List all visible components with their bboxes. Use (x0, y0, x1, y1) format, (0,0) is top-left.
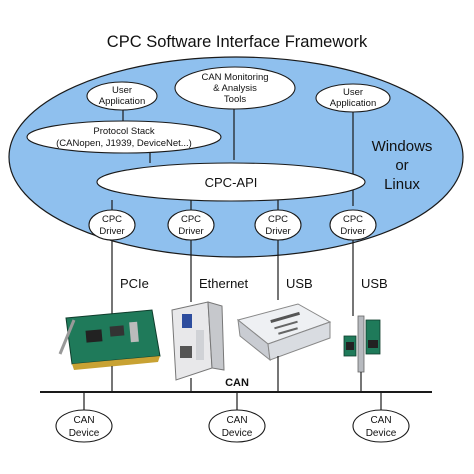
user-application-right: User Application (315, 83, 391, 113)
can-device-2: CAN Device (208, 409, 266, 443)
interface-label-ethernet: Ethernet (199, 276, 249, 291)
bus-connectors (83, 356, 382, 410)
driver-4: CPC Driver (329, 209, 377, 241)
user-application-left-line1: User (112, 85, 132, 96)
driver-2-line2: Driver (178, 226, 203, 237)
monitoring-line1: CAN Monitoring (201, 72, 268, 83)
pcie-card-image (58, 309, 161, 370)
driver-1-line1: CPC (102, 214, 122, 225)
can-device-3: CAN Device (352, 409, 410, 443)
monitoring-line3: Tools (224, 94, 246, 105)
driver-1-line2: Driver (99, 226, 124, 237)
driver-3-line1: CPC (268, 214, 288, 225)
user-application-right-line1: User (343, 87, 363, 98)
usb-box-image (236, 303, 332, 362)
interface-label-usb-2: USB (361, 276, 388, 291)
driver-3-line2: Driver (265, 226, 290, 237)
os-label-line1: Windows (372, 138, 433, 155)
can-device-2-line1: CAN (226, 415, 247, 426)
can-device-1: CAN Device (55, 409, 113, 443)
usb-bracket-card-image (343, 315, 381, 373)
can-monitoring-tools: CAN Monitoring & Analysis Tools (174, 66, 296, 110)
can-device-1-line1: CAN (73, 415, 94, 426)
driver-3: CPC Driver (254, 209, 302, 241)
os-label: Windows or Linux (372, 138, 433, 193)
os-label-line2: or (395, 157, 408, 174)
user-application-right-line2: Application (330, 98, 376, 109)
os-label-line3: Linux (384, 176, 420, 193)
ethernet-module-image (171, 301, 225, 381)
interface-lines (111, 240, 354, 322)
driver-2-line1: CPC (181, 214, 201, 225)
user-application-left-line2: Application (99, 96, 145, 107)
driver-1: CPC Driver (88, 209, 136, 241)
driver-4-line2: Driver (340, 226, 365, 237)
diagram-title: CPC Software Interface Framework (107, 33, 368, 51)
cpc-api-label: CPC-API (205, 175, 258, 190)
interface-label-pcie: PCIe (120, 276, 149, 291)
can-device-3-line1: CAN (370, 415, 391, 426)
protocol-stack-line2: (CANopen, J1939, DeviceNet...) (56, 138, 192, 149)
cpc-api: CPC-API (96, 162, 366, 202)
driver-4-line1: CPC (343, 214, 363, 225)
monitoring-line2: & Analysis (213, 83, 257, 94)
protocol-stack: Protocol Stack (CANopen, J1939, DeviceNe… (26, 120, 222, 154)
user-application-left: User Application (86, 81, 158, 111)
can-device-3-line2: Device (366, 428, 397, 439)
driver-2: CPC Driver (167, 209, 215, 241)
can-device-1-line2: Device (69, 428, 100, 439)
can-device-2-line2: Device (222, 428, 253, 439)
protocol-stack-line1: Protocol Stack (93, 126, 154, 137)
interface-label-usb-1: USB (286, 276, 313, 291)
can-bus-label: CAN (225, 377, 249, 389)
